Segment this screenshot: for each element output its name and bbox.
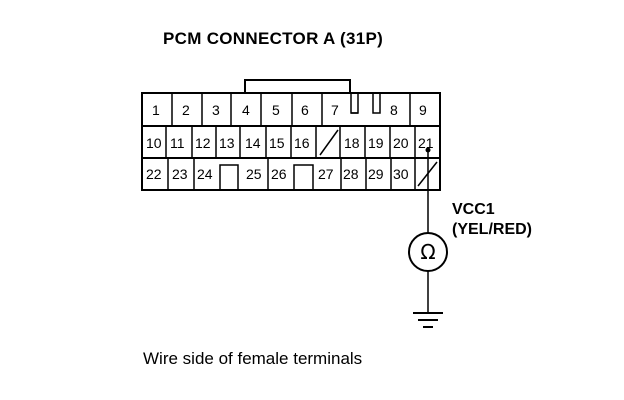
pin-number: 8 xyxy=(390,102,398,118)
diagram-title: PCM CONNECTOR A (31P) xyxy=(163,29,383,48)
pin-number: 2 xyxy=(182,102,190,118)
pin-number: 26 xyxy=(271,166,287,182)
pin-number: 18 xyxy=(344,135,360,151)
pin-number: 1 xyxy=(152,102,160,118)
pin-16: 16 xyxy=(294,126,317,158)
pin-3: 3 xyxy=(212,93,232,126)
pin-29: 29 xyxy=(368,158,392,190)
pin-30: 30 xyxy=(393,158,416,190)
pin-27: 27 xyxy=(318,158,342,190)
pin-number: 24 xyxy=(197,166,213,182)
caption: Wire side of female terminals xyxy=(143,349,362,368)
wire-name: VCC1 xyxy=(452,201,495,218)
ohmmeter-icon: Ω xyxy=(408,232,448,272)
pin-number: 21 xyxy=(418,135,434,151)
pin-28: 28 xyxy=(343,158,367,190)
pin-number: 25 xyxy=(246,166,262,182)
pin-12: 12 xyxy=(195,126,217,158)
pin-number: 4 xyxy=(242,102,250,118)
pin-1: 1 xyxy=(152,93,173,126)
pin-26: 26 xyxy=(271,166,287,182)
pin-number: 19 xyxy=(368,135,384,151)
pin-15: 15 xyxy=(269,126,292,158)
pin-number: 10 xyxy=(146,135,162,151)
pin-10: 10 xyxy=(146,126,167,158)
pin-4: 4 xyxy=(242,93,262,126)
connector-row-1: 1 2 3 4 5 6 7 xyxy=(152,93,427,126)
pin-11: 11 xyxy=(170,126,193,158)
pin-number: 11 xyxy=(170,135,185,151)
pin-9: 9 xyxy=(419,102,427,118)
pin-22: 22 xyxy=(146,158,169,190)
pin-number: 20 xyxy=(393,135,409,151)
pin-number: 28 xyxy=(343,166,359,182)
pin-number: 7 xyxy=(331,102,339,118)
connector-row-3: 22 23 24 25 26 27 28 xyxy=(146,158,438,190)
pin-number: 30 xyxy=(393,166,409,182)
pin-number: 14 xyxy=(245,135,261,151)
pin-18: 18 xyxy=(344,126,366,158)
pin-number: 27 xyxy=(318,166,334,182)
pin-23: 23 xyxy=(172,158,195,190)
pin-number: 22 xyxy=(146,166,162,182)
pin-number: 12 xyxy=(195,135,211,151)
pin-20: 20 xyxy=(393,126,416,158)
connector-row-2: 10 11 12 13 14 15 16 xyxy=(146,126,434,158)
pin-number: 9 xyxy=(419,102,427,118)
pin-2: 2 xyxy=(182,93,203,126)
pin-number: 23 xyxy=(172,166,188,182)
pin-number: 3 xyxy=(212,102,220,118)
pin-7: 7 xyxy=(331,102,339,118)
pin-number: 13 xyxy=(219,135,235,151)
key-notch xyxy=(293,164,314,190)
pin-number: 15 xyxy=(269,135,285,151)
wire-color: (YEL/RED) xyxy=(452,221,532,238)
pin-number: 5 xyxy=(272,102,280,118)
pin-5: 5 xyxy=(272,93,293,126)
key-notch xyxy=(350,93,381,114)
pin-13: 13 xyxy=(219,126,241,158)
pin-empty-cavity xyxy=(319,126,341,158)
pin-21: 21 xyxy=(418,135,434,151)
pin-19: 19 xyxy=(368,126,391,158)
pin-8: 8 xyxy=(390,93,411,126)
pin-number: 6 xyxy=(301,102,309,118)
pin-number: 29 xyxy=(368,166,384,182)
key-notch xyxy=(219,164,239,190)
pin-number: 16 xyxy=(294,135,310,151)
ohm-symbol: Ω xyxy=(420,240,435,264)
probe-contact-dot xyxy=(425,147,431,153)
pin-14: 14 xyxy=(245,126,267,158)
pin-6: 6 xyxy=(301,93,323,126)
pin-24: 24 xyxy=(197,166,213,182)
ground-icon xyxy=(413,312,443,328)
pin-25: 25 xyxy=(246,158,269,190)
